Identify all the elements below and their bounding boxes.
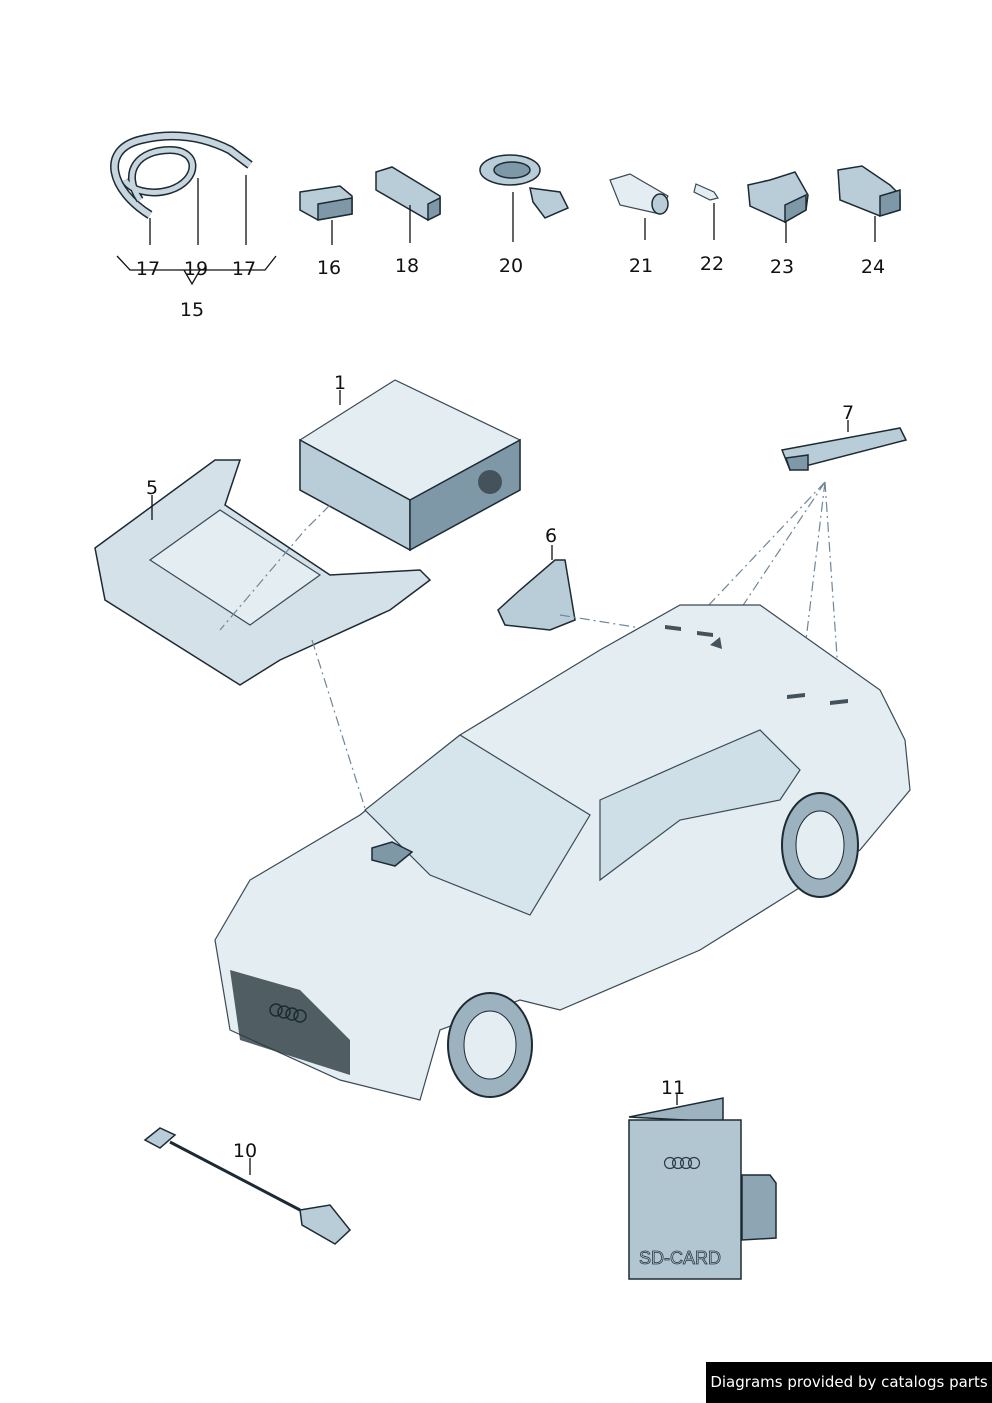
part-20-grommet[interactable] bbox=[479, 154, 570, 219]
credit-badge: Diagrams provided by catalogs parts bbox=[706, 1362, 992, 1403]
callout-5[interactable]: 5 bbox=[146, 477, 158, 499]
callout-20[interactable]: 20 bbox=[499, 255, 523, 277]
callout-17[interactable]: 17 bbox=[136, 258, 160, 280]
sd-card-text: SD-CARD bbox=[639, 1248, 721, 1268]
part-24-housing[interactable] bbox=[837, 165, 901, 218]
part-16-connector[interactable] bbox=[299, 185, 353, 221]
part-6-roof-antenna[interactable] bbox=[497, 559, 576, 631]
callout-6[interactable]: 6 bbox=[545, 525, 557, 547]
callout-24[interactable]: 24 bbox=[861, 256, 885, 278]
callout-1[interactable]: 1 bbox=[334, 372, 346, 394]
callout-15[interactable]: 15 bbox=[180, 299, 204, 321]
part-18-connector[interactable] bbox=[375, 166, 441, 222]
callout-18[interactable]: 18 bbox=[395, 255, 419, 277]
callout-17[interactable]: 17 bbox=[232, 258, 256, 280]
callout-7[interactable]: 7 bbox=[842, 402, 854, 424]
part-7-antenna-module[interactable] bbox=[780, 427, 908, 471]
callout-10[interactable]: 10 bbox=[233, 1140, 257, 1162]
callout-23[interactable]: 23 bbox=[770, 256, 794, 278]
car-illustration bbox=[214, 604, 911, 1101]
callout-22[interactable]: 22 bbox=[700, 253, 724, 275]
callout-19[interactable]: 19 bbox=[184, 258, 208, 280]
part-10-cable[interactable] bbox=[143, 1127, 352, 1245]
part-5-bracket[interactable] bbox=[94, 459, 432, 686]
part-23-cap[interactable] bbox=[747, 171, 809, 224]
callout-16[interactable]: 16 bbox=[317, 257, 341, 279]
part-1-control-unit[interactable] bbox=[299, 379, 521, 552]
callout-11[interactable]: 11 bbox=[661, 1077, 685, 1099]
callout-21[interactable]: 21 bbox=[629, 255, 653, 277]
audi-rings-logo bbox=[663, 1156, 701, 1170]
part-21-sleeve[interactable] bbox=[609, 173, 669, 215]
part-15-cable[interactable] bbox=[110, 131, 253, 219]
part-22-plug[interactable] bbox=[693, 183, 719, 201]
part-11-sd-card[interactable]: SD-CARD bbox=[628, 1097, 777, 1280]
